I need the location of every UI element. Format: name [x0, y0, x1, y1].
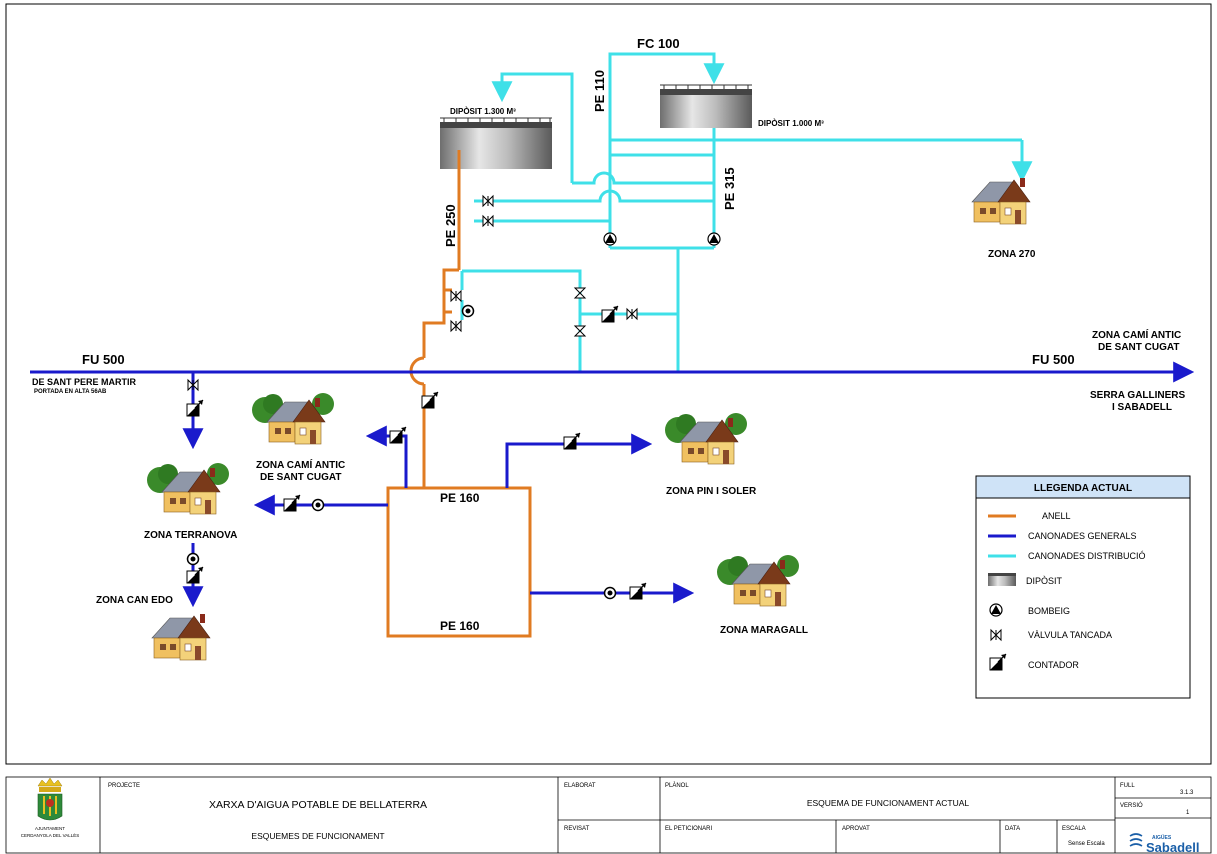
municipal-crest-icon	[37, 777, 63, 821]
closed-valve-icon	[574, 287, 586, 299]
legend-header	[975, 475, 1191, 499]
pe250-label: PE 250	[443, 204, 458, 247]
tank-1300	[440, 117, 552, 169]
closed-valve-icon	[482, 215, 494, 227]
pe160-top-label: PE 160	[440, 491, 480, 505]
tank-1300-label: DIPÒSIT 1.300 M³	[450, 107, 516, 116]
dest-serra-label-1: SERRA GALLINERS	[1090, 390, 1186, 401]
projecte-title: XARXA D'AIGUA POTABLE DE BELLATERRA	[209, 799, 427, 811]
source-sant-pere-label: DE SANT PERE MARTIR	[32, 377, 137, 387]
distribution-pipes	[460, 52, 1033, 372]
legend-valve-icon	[990, 629, 1002, 641]
ring-device-icon	[603, 586, 617, 600]
legend-item-generals: CANONADES GENERALS	[1028, 531, 1137, 541]
legend-item-valvula: VÀLVULA TANCADA	[1028, 630, 1112, 640]
zone-270-label: ZONA 270	[988, 249, 1036, 260]
brand-small: AIGÜES	[1152, 834, 1172, 841]
zone-can-edo-label: ZONA CAN EDO	[96, 595, 173, 606]
zone-cami-antic-label-2: DE SANT CUGAT	[260, 472, 341, 483]
fu500-left-label: FU 500	[82, 352, 125, 367]
legend-item-diposit: DIPÒSIT	[1026, 576, 1063, 586]
closed-valve-icon	[482, 195, 494, 207]
legend-title: LLEGENDA ACTUAL	[1034, 483, 1132, 494]
escala-label: ESCALA	[1062, 826, 1086, 832]
sabadell-logo: AIGÜES Sabadell	[1129, 833, 1199, 854]
versio-label: VERSIÓ	[1120, 802, 1143, 809]
ring-pipe	[386, 150, 532, 638]
legend-item-anell: ANELL	[1042, 511, 1071, 521]
legend-item-distribucio: CANONADES DISTRIBUCIÓ	[1028, 551, 1146, 561]
full-value: 3.1.3	[1180, 790, 1194, 796]
drawing-frame	[5, 3, 1212, 765]
zone-pin-soler-house-icon	[664, 412, 748, 465]
tank-1000-label: DIPÒSIT 1.000 M³	[758, 119, 824, 128]
pe110-label: PE 110	[592, 70, 607, 112]
legend: LLEGENDA ACTUAL ANELL CANONADES GENERALS…	[975, 475, 1191, 699]
dest-serra-label-2: I SABADELL	[1112, 402, 1172, 413]
pump-icon	[707, 232, 721, 246]
zone-terranova-label: ZONA TERRANOVA	[144, 530, 237, 541]
ring-device-icon	[311, 498, 325, 512]
zone-terranova-house-icon	[146, 462, 230, 515]
fc100-label: FC 100	[637, 36, 680, 51]
revisat-label: REVISAT	[564, 826, 590, 832]
legend-pump-icon	[989, 603, 1003, 617]
source-portada-label: PORTADA EN ALTA 56AB	[34, 389, 107, 395]
zone-270-house-icon	[971, 177, 1031, 225]
closed-valve-icon	[450, 290, 462, 302]
meter-icon	[186, 399, 204, 417]
meter-icon	[563, 432, 581, 450]
org-label-1: AJUNTAMENT	[35, 826, 65, 831]
versio-value: 1	[1186, 810, 1190, 816]
zone-pin-soler-label: ZONA PIN I SOLER	[666, 486, 757, 497]
zone-cami-antic-house-icon	[251, 392, 335, 445]
meter-icon	[283, 494, 301, 512]
legend-item-bombeig: BOMBEIG	[1028, 606, 1070, 616]
escala-value: Sense Escala	[1068, 841, 1105, 847]
brand-name: Sabadell	[1146, 840, 1199, 854]
meter-icon	[186, 566, 204, 584]
ring-device-icon	[186, 552, 200, 566]
fu500-right-label: FU 500	[1032, 352, 1075, 367]
closed-valve-icon	[626, 308, 638, 320]
meter-icon	[629, 582, 647, 600]
closed-valve-icon	[187, 379, 199, 391]
projecte-subtitle: ESQUEMES DE FUNCIONAMENT	[251, 831, 384, 841]
zone-can-edo-house-icon	[151, 613, 211, 661]
title-block	[5, 776, 1212, 854]
aprovat-label: APROVAT	[842, 826, 870, 832]
planol-title: ESQUEMA DE FUNCIONAMENT ACTUAL	[807, 798, 970, 808]
ring-device-icon	[461, 304, 475, 318]
dest-cami-antic-label-2: DE SANT CUGAT	[1098, 342, 1179, 353]
closed-valve-icon	[450, 320, 462, 332]
full-label: FULL	[1120, 783, 1135, 789]
data-label: DATA	[1005, 826, 1020, 832]
legend-item-contador: CONTADOR	[1028, 660, 1079, 670]
closed-valve-icon	[574, 325, 586, 337]
dest-cami-antic-label-1: ZONA CAMÍ ANTIC	[1092, 328, 1181, 341]
projecte-label: PROJECTE	[108, 783, 140, 789]
tank-1000	[660, 84, 752, 128]
elaborat-label: ELABORAT	[564, 783, 596, 789]
legend-tank-icon	[988, 573, 1016, 586]
peticionari-label: EL PETICIONARI	[665, 826, 712, 832]
planol-label: PLÀNOL	[665, 782, 689, 789]
org-label-2: CERDANYOLA DEL VALLÈS	[21, 832, 80, 838]
pe160-bottom-label: PE 160	[440, 619, 480, 633]
zone-cami-antic-label-1: ZONA CAMÍ ANTIC	[256, 458, 345, 471]
pump-icon	[603, 232, 617, 246]
pe315-label: PE 315	[722, 167, 737, 210]
zone-maragall-house-icon	[716, 554, 800, 607]
zone-maragall-label: ZONA MARAGALL	[720, 625, 808, 636]
